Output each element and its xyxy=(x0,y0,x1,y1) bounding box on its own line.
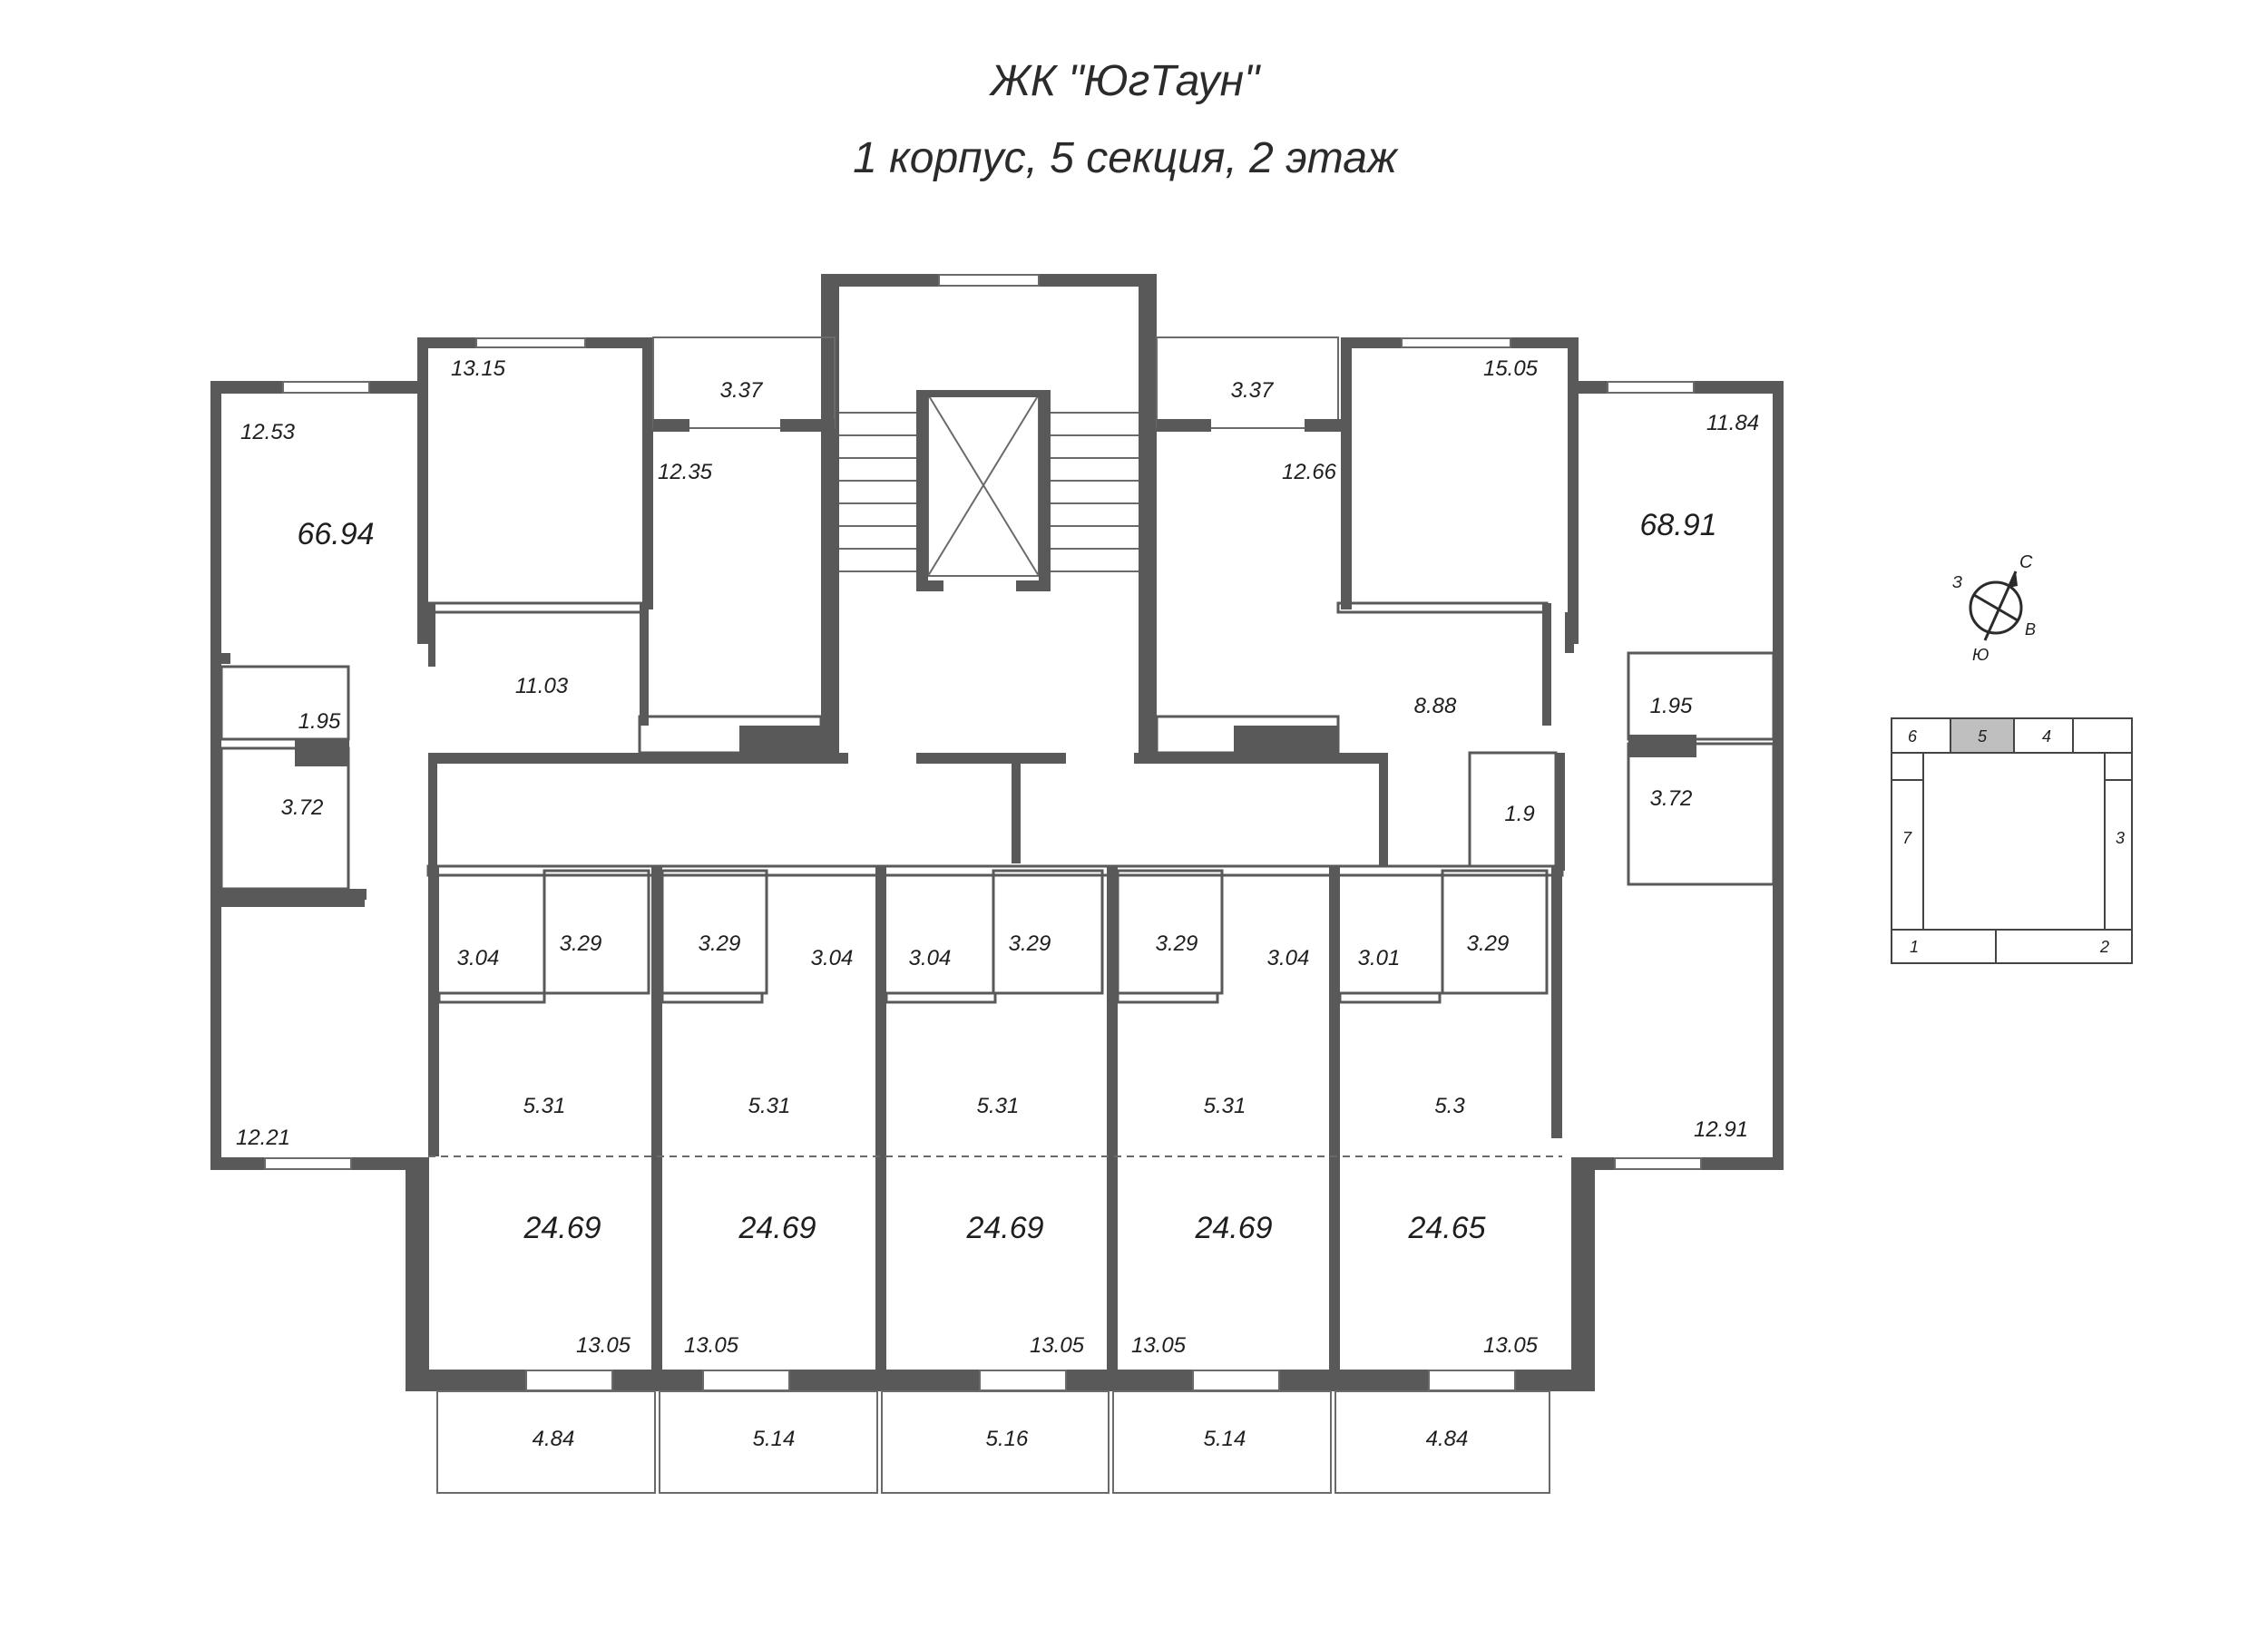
area-label: 12.21 xyxy=(236,1126,290,1150)
area-label: 4.84 xyxy=(533,1427,575,1451)
area-label: 24.69 xyxy=(1194,1211,1272,1245)
compass-west: З xyxy=(1952,573,1962,591)
area-label: 13.15 xyxy=(451,356,506,381)
bottom-balconies xyxy=(436,1390,1550,1494)
interior-walls xyxy=(220,601,1775,948)
area-label: 3.01 xyxy=(1358,946,1401,970)
area-label: 12.66 xyxy=(1282,460,1337,484)
compass: С З В Ю xyxy=(1952,552,2036,664)
area-label: 5.16 xyxy=(986,1427,1029,1451)
area-label: 66.94 xyxy=(297,517,374,551)
key-plan-section-2: 2 xyxy=(2099,938,2109,956)
area-label: 1.95 xyxy=(1650,694,1693,718)
area-label: 11.84 xyxy=(1706,411,1759,435)
area-label: 3.29 xyxy=(1009,931,1051,956)
area-label: 13.05 xyxy=(1131,1333,1187,1358)
area-label: 13.05 xyxy=(576,1333,631,1358)
compass-north: С xyxy=(2019,552,2033,572)
area-label: 5.14 xyxy=(753,1427,796,1451)
area-label: 15.05 xyxy=(1483,356,1539,381)
key-plan-section-4: 4 xyxy=(2042,727,2051,746)
area-label: 3.72 xyxy=(1650,786,1693,811)
area-label: 13.05 xyxy=(1030,1333,1085,1358)
area-label: 24.69 xyxy=(965,1211,1043,1245)
area-label: 68.91 xyxy=(1639,508,1716,542)
area-label: 12.53 xyxy=(240,420,296,444)
area-label: 4.84 xyxy=(1426,1427,1469,1451)
windows xyxy=(264,274,1702,1391)
compass-ring-icon xyxy=(1969,580,2023,635)
north-arrow-icon xyxy=(2009,571,2018,588)
area-label: 5.14 xyxy=(1204,1427,1246,1451)
room-labels: 66.94 12.53 13.15 3.37 12.35 11.03 1.95 … xyxy=(236,356,1759,1451)
area-label: 3.04 xyxy=(1267,946,1310,970)
area-label: 12.35 xyxy=(658,460,713,484)
area-label: 13.05 xyxy=(1483,1333,1539,1358)
area-label: 1.9 xyxy=(1504,802,1534,826)
top-loggias xyxy=(652,336,1341,432)
compass-south: Ю xyxy=(1972,646,1989,664)
area-label: 24.69 xyxy=(523,1211,601,1245)
studio-walls xyxy=(426,864,1564,1370)
area-label: 24.65 xyxy=(1407,1211,1485,1245)
key-plan: 6 5 4 7 3 1 2 xyxy=(1891,717,2133,964)
area-label: 5.31 xyxy=(1204,1094,1246,1118)
area-label: 1.95 xyxy=(298,709,341,734)
key-plan-section-5: 5 xyxy=(1978,727,1988,746)
area-label: 5.3 xyxy=(1434,1094,1465,1118)
area-label: 5.31 xyxy=(977,1094,1020,1118)
area-label: 24.69 xyxy=(738,1211,816,1245)
area-label: 3.04 xyxy=(457,946,500,970)
compass-east: В xyxy=(2025,620,2036,639)
area-label: 3.04 xyxy=(909,946,952,970)
stair-core xyxy=(839,390,1139,591)
key-plan-section-1: 1 xyxy=(1910,938,1919,956)
area-label: 8.88 xyxy=(1414,694,1457,718)
area-label: 3.37 xyxy=(720,378,764,403)
area-label: 12.91 xyxy=(1694,1117,1748,1142)
area-label: 11.03 xyxy=(515,674,569,698)
area-label: 3.04 xyxy=(811,946,854,970)
area-label: 3.29 xyxy=(1156,931,1198,956)
key-plan-section-7: 7 xyxy=(1902,829,1912,847)
floor-subtitle: 1 корпус, 5 секция, 2 этаж xyxy=(853,134,1399,182)
area-label: 3.72 xyxy=(281,795,324,820)
key-plan-section-6: 6 xyxy=(1908,727,1918,746)
area-label: 3.37 xyxy=(1231,378,1275,403)
area-label: 3.29 xyxy=(699,931,741,956)
project-title: ЖК "ЮгТаун" xyxy=(989,57,1261,105)
area-label: 5.31 xyxy=(748,1094,791,1118)
area-label: 5.31 xyxy=(523,1094,566,1118)
key-plan-section-3: 3 xyxy=(2116,829,2125,847)
area-label: 13.05 xyxy=(684,1333,739,1358)
area-label: 3.29 xyxy=(1467,931,1510,956)
area-label: 3.29 xyxy=(560,931,602,956)
